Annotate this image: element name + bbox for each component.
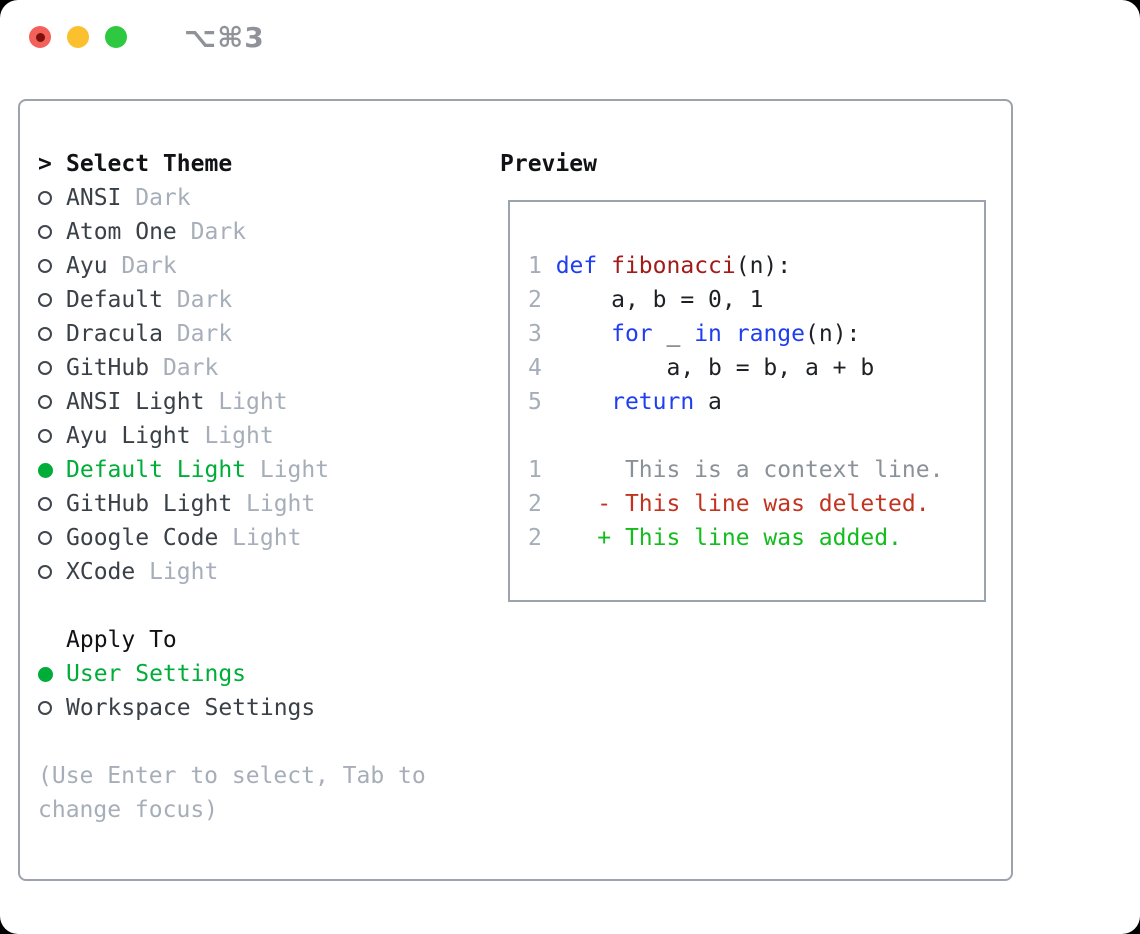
selection-caret-icon: > xyxy=(38,151,52,177)
radio-unselected-icon xyxy=(38,361,52,375)
theme-option-default-light[interactable]: Default Light Light xyxy=(38,453,426,487)
theme-picker-panel: > Select Theme ANSI Dark Atom One Dark A… xyxy=(18,99,1013,881)
radio-unselected-icon xyxy=(38,429,52,443)
option-variant-tag: Dark xyxy=(162,321,233,347)
apply-to-list: User Settings Workspace Settings xyxy=(38,657,426,725)
option-label: Dracula xyxy=(66,321,163,347)
option-label: Workspace Settings xyxy=(66,695,316,721)
option-variant-tag: Light xyxy=(218,525,302,551)
option-label: Google Code xyxy=(66,525,219,551)
theme-option-ansi-light[interactable]: ANSI Light Light xyxy=(38,385,426,419)
apply-to-title: Apply To xyxy=(66,627,177,653)
theme-option-dracula[interactable]: Dracula Dark xyxy=(38,317,426,351)
radio-unselected-icon xyxy=(38,701,52,715)
theme-option-ansi[interactable]: ANSI Dark xyxy=(38,181,426,215)
apply-option-user-settings[interactable]: User Settings xyxy=(38,657,426,691)
option-label: ANSI Light xyxy=(66,389,205,415)
option-label: XCode xyxy=(66,559,136,585)
radio-unselected-icon xyxy=(38,225,52,239)
close-button[interactable] xyxy=(29,26,51,48)
apply-option-workspace-settings[interactable]: Workspace Settings xyxy=(38,691,426,725)
radio-unselected-icon xyxy=(38,259,52,273)
option-variant-tag: Light xyxy=(232,491,316,517)
code-line: 2 a, b = 0, 1 xyxy=(528,287,764,313)
theme-option-xcode[interactable]: XCode Light xyxy=(38,555,426,589)
theme-option-github[interactable]: GitHub Dark xyxy=(38,351,426,385)
radio-selected-icon xyxy=(38,666,53,682)
theme-option-default[interactable]: Default Dark xyxy=(38,283,426,317)
option-variant-tag: Dark xyxy=(162,287,233,313)
theme-picker-left-column: > Select Theme ANSI Dark Atom One Dark A… xyxy=(38,147,426,827)
select-theme-title: Select Theme xyxy=(66,151,233,177)
radio-selected-icon xyxy=(38,462,53,478)
hint-line: change focus) xyxy=(38,797,219,823)
option-label: Ayu Light xyxy=(66,423,191,449)
radio-unselected-icon xyxy=(38,395,52,409)
option-variant-tag: Dark xyxy=(149,355,219,381)
minimize-button[interactable] xyxy=(67,26,89,48)
code-line: 2 - This line was deleted. xyxy=(528,491,930,517)
titlebar: ⌥⌘3 xyxy=(0,0,1140,74)
option-label: GitHub Light xyxy=(66,491,233,517)
preview-box: 1 def fibonacci(n): 2 a, b = 0, 1 3 for _ … xyxy=(508,200,986,602)
option-variant-tag: Dark xyxy=(176,219,247,245)
apply-to-header: Apply To xyxy=(38,623,426,657)
hint-line: (Use Enter to select, Tab to xyxy=(38,763,426,789)
option-label: GitHub xyxy=(66,355,150,381)
code-line: 5 return a xyxy=(528,389,722,415)
preview-title: Preview xyxy=(500,151,597,177)
option-label: User Settings xyxy=(66,661,247,687)
select-theme-header: > Select Theme xyxy=(38,147,426,181)
code-line: 4 a, b = b, a + b xyxy=(528,355,875,381)
option-label: Ayu xyxy=(66,253,108,279)
option-variant-tag: Light xyxy=(135,559,219,585)
code-line xyxy=(528,419,984,453)
radio-unselected-icon xyxy=(38,327,52,341)
radio-unselected-icon xyxy=(38,293,52,307)
zoom-button[interactable] xyxy=(105,26,127,48)
option-variant-tag: Light xyxy=(204,389,288,415)
code-line: 1 def fibonacci(n): xyxy=(528,253,792,279)
window-shortcut-label: ⌥⌘3 xyxy=(184,20,265,54)
option-variant-tag: Light xyxy=(246,457,330,483)
radio-unselected-icon xyxy=(38,565,52,579)
option-variant-tag: Light xyxy=(190,423,274,449)
theme-option-github-light[interactable]: GitHub Light Light xyxy=(38,487,426,521)
theme-option-atom-one[interactable]: Atom One Dark xyxy=(38,215,426,249)
option-label: Default xyxy=(66,287,163,313)
code-line: 3 for _ in range(n): xyxy=(528,321,861,347)
option-label: Atom One xyxy=(66,219,177,245)
theme-option-google-code[interactable]: Google Code Light xyxy=(38,521,426,555)
theme-list: ANSI Dark Atom One Dark Ayu Dark Default… xyxy=(38,181,426,589)
option-variant-tag: Dark xyxy=(107,253,177,279)
radio-unselected-icon xyxy=(38,191,52,205)
code-line: 1 This is a context line. xyxy=(528,457,944,483)
keyboard-hint: (Use Enter to select, Tab to change focu… xyxy=(38,759,426,827)
option-label: Default Light xyxy=(66,457,247,483)
option-variant-tag: Dark xyxy=(121,185,191,211)
theme-option-ayu[interactable]: Ayu Dark xyxy=(38,249,426,283)
radio-unselected-icon xyxy=(38,497,52,511)
option-label: ANSI xyxy=(66,185,122,211)
radio-unselected-icon xyxy=(38,531,52,545)
theme-option-ayu-light[interactable]: Ayu Light Light xyxy=(38,419,426,453)
code-line: 2 + This line was added. xyxy=(528,525,902,551)
close-button-dot xyxy=(35,32,45,42)
